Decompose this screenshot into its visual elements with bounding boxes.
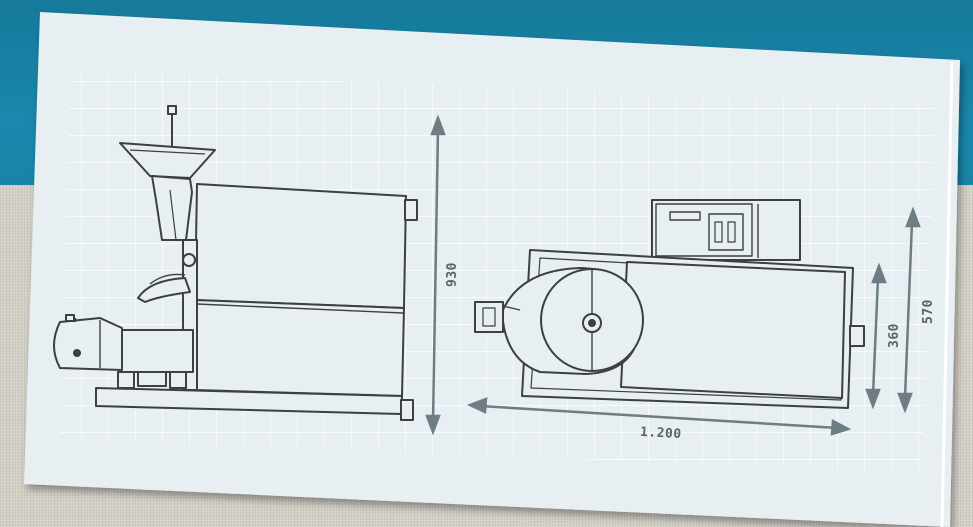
- dimension-arrows: [425, 114, 921, 436]
- dimension-label-outer-height: 570: [920, 299, 936, 324]
- top-view: [474, 199, 865, 409]
- paper-edge: [940, 61, 954, 527]
- side-view: [53, 105, 418, 421]
- dimension-label-inner-height: 360: [886, 323, 902, 348]
- dimension-label-length: 1.200: [639, 424, 683, 443]
- dimension-label-height: 930: [444, 262, 460, 287]
